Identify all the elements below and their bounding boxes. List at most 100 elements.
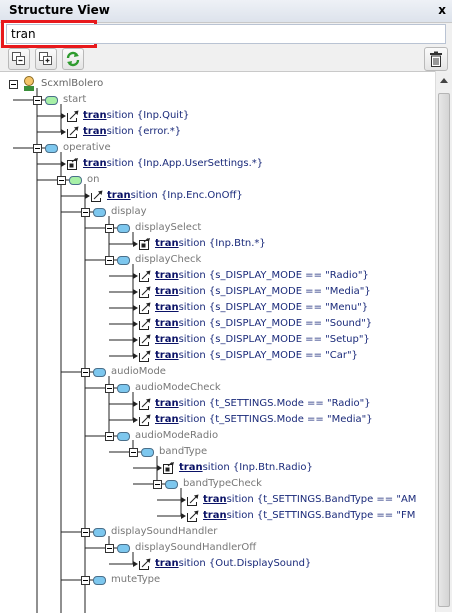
state-row[interactable]: displaySoundHandlerOff bbox=[0, 540, 435, 556]
state-icon bbox=[93, 208, 106, 217]
transition-row[interactable]: transition {s_DISPLAY_MODE == "Radio"} bbox=[0, 268, 435, 284]
collapse-toggle-icon[interactable] bbox=[105, 544, 114, 553]
state-row[interactable]: display bbox=[0, 204, 435, 220]
state-row[interactable]: start bbox=[0, 92, 435, 108]
transition-row[interactable]: transition {error.*} bbox=[0, 124, 435, 140]
collapse-toggle-icon[interactable] bbox=[129, 448, 138, 457]
state-icon bbox=[117, 384, 130, 393]
state-row[interactable]: displayCheck bbox=[0, 252, 435, 268]
arrow-head-icon bbox=[133, 337, 138, 343]
transition-row[interactable]: transition {t_SETTINGS.BandType == "AM bbox=[0, 492, 435, 508]
state-row[interactable]: bandType bbox=[0, 444, 435, 460]
state-label: displaySelect bbox=[135, 222, 202, 233]
collapse-toggle-icon[interactable] bbox=[81, 208, 90, 217]
collapse-toggle-icon[interactable] bbox=[105, 256, 114, 265]
search-match-text: tran bbox=[155, 558, 179, 569]
state-label: operative bbox=[63, 142, 111, 153]
transition-row[interactable]: transition {Inp.App.UserSettings.*} bbox=[0, 156, 435, 172]
search-match-text: tran bbox=[155, 270, 179, 281]
root-row[interactable]: ScxmlBolero bbox=[0, 76, 435, 92]
state-icon bbox=[117, 432, 130, 441]
trash-icon bbox=[430, 51, 442, 67]
search-match-text: tran bbox=[179, 462, 203, 473]
vertical-scrollbar[interactable] bbox=[435, 71, 452, 612]
search-match-text: tran bbox=[203, 494, 227, 505]
refresh-icon bbox=[66, 51, 80, 67]
scroll-up-arrow[interactable] bbox=[436, 73, 452, 89]
transition-row[interactable]: transition {s_DISPLAY_MODE == "Media"} bbox=[0, 284, 435, 300]
state-icon bbox=[45, 144, 58, 153]
expand-all-button[interactable] bbox=[35, 48, 57, 70]
transition-row[interactable]: transition {s_DISPLAY_MODE == "Car"} bbox=[0, 348, 435, 364]
state-row[interactable]: on bbox=[0, 172, 435, 188]
arrow-head-icon bbox=[181, 513, 186, 519]
transition-row[interactable]: transition {Inp.Quit} bbox=[0, 108, 435, 124]
transition-row[interactable]: transition {Inp.Btn.*} bbox=[0, 236, 435, 252]
state-row[interactable]: muteType bbox=[0, 572, 435, 588]
collapse-toggle-icon[interactable] bbox=[81, 368, 90, 377]
search-match-text: tran bbox=[83, 158, 107, 169]
scroll-thumb[interactable] bbox=[438, 93, 450, 607]
transition-label: transition {Out.DisplaySound} bbox=[155, 558, 312, 569]
transition-row[interactable]: transition {t_SETTINGS.Mode == "Radio"} bbox=[0, 396, 435, 412]
state-row[interactable]: operative bbox=[0, 140, 435, 156]
transition-label: transition {s_DISPLAY_MODE == "Sound"} bbox=[155, 318, 373, 329]
collapse-toggle-icon[interactable] bbox=[81, 528, 90, 537]
transition-row[interactable]: transition {s_DISPLAY_MODE == "Setup"} bbox=[0, 332, 435, 348]
collapse-toggle-icon[interactable] bbox=[57, 176, 66, 185]
state-label: start bbox=[63, 94, 87, 105]
transition-row[interactable]: transition {Inp.Enc.OnOff} bbox=[0, 188, 435, 204]
search-match-text: tran bbox=[155, 302, 179, 313]
transition-row[interactable]: transition {t_SETTINGS.BandType == "FM bbox=[0, 508, 435, 524]
transition-row[interactable]: transition {s_DISPLAY_MODE == "Menu"} bbox=[0, 300, 435, 316]
transition-label: transition {t_SETTINGS.BandType == "FM bbox=[203, 510, 416, 521]
state-icon bbox=[93, 528, 106, 537]
transition-label: transition {error.*} bbox=[83, 126, 182, 137]
arrow-head-icon bbox=[133, 305, 138, 311]
collapse-toggle-icon[interactable] bbox=[105, 224, 114, 233]
transition-icon bbox=[139, 334, 151, 346]
close-button[interactable]: x bbox=[438, 3, 446, 17]
transition-icon bbox=[187, 510, 199, 522]
transition-icon bbox=[139, 302, 151, 314]
collapse-all-button[interactable] bbox=[8, 48, 30, 70]
collapse-toggle-icon[interactable] bbox=[33, 96, 42, 105]
refresh-button[interactable] bbox=[62, 48, 84, 70]
state-row[interactable]: bandTypeCheck bbox=[0, 476, 435, 492]
state-label: displaySoundHandlerOff bbox=[135, 542, 257, 553]
state-row[interactable]: audioModeRadio bbox=[0, 428, 435, 444]
arrow-head-icon bbox=[133, 401, 138, 407]
search-input[interactable] bbox=[6, 24, 446, 44]
transition-row[interactable]: transition {s_DISPLAY_MODE == "Sound"} bbox=[0, 316, 435, 332]
transition-row[interactable]: transition {Out.DisplaySound} bbox=[0, 556, 435, 572]
arrow-head-icon bbox=[133, 417, 138, 423]
delete-button[interactable] bbox=[424, 47, 448, 71]
state-row[interactable]: displaySelect bbox=[0, 220, 435, 236]
state-row[interactable]: audioMode bbox=[0, 364, 435, 380]
arrow-head-icon bbox=[133, 241, 138, 247]
transition-icon bbox=[67, 110, 79, 122]
state-icon bbox=[45, 96, 58, 105]
search-match-text: tran bbox=[155, 414, 179, 425]
structure-tree[interactable]: ScxmlBolero start transition {Inp.Quit} tra… bbox=[0, 71, 435, 613]
arrow-head-icon bbox=[61, 129, 66, 135]
state-icon bbox=[141, 448, 154, 457]
collapse-toggle-icon[interactable] bbox=[9, 80, 18, 89]
state-label: audioModeCheck bbox=[135, 382, 221, 393]
transition-label: transition {Inp.Btn.*} bbox=[155, 238, 266, 249]
state-row[interactable]: audioModeCheck bbox=[0, 380, 435, 396]
transition-label: transition {s_DISPLAY_MODE == "Menu"} bbox=[155, 302, 369, 313]
collapse-toggle-icon[interactable] bbox=[105, 432, 114, 441]
transition-row[interactable]: transition {Inp.Btn.Radio} bbox=[0, 460, 435, 476]
collapse-toggle-icon[interactable] bbox=[105, 384, 114, 393]
collapse-toggle-icon[interactable] bbox=[81, 576, 90, 585]
arrow-head-icon bbox=[133, 561, 138, 567]
collapse-all-icon bbox=[12, 52, 25, 65]
search-match-text: tran bbox=[83, 126, 107, 137]
transition-row[interactable]: transition {t_SETTINGS.Mode == "Media"} bbox=[0, 412, 435, 428]
collapse-toggle-icon[interactable] bbox=[33, 144, 42, 153]
state-row[interactable]: displaySoundHandler bbox=[0, 524, 435, 540]
state-label: bandTypeCheck bbox=[183, 478, 262, 489]
collapse-toggle-icon[interactable] bbox=[153, 480, 162, 489]
transition-icon bbox=[139, 286, 151, 298]
